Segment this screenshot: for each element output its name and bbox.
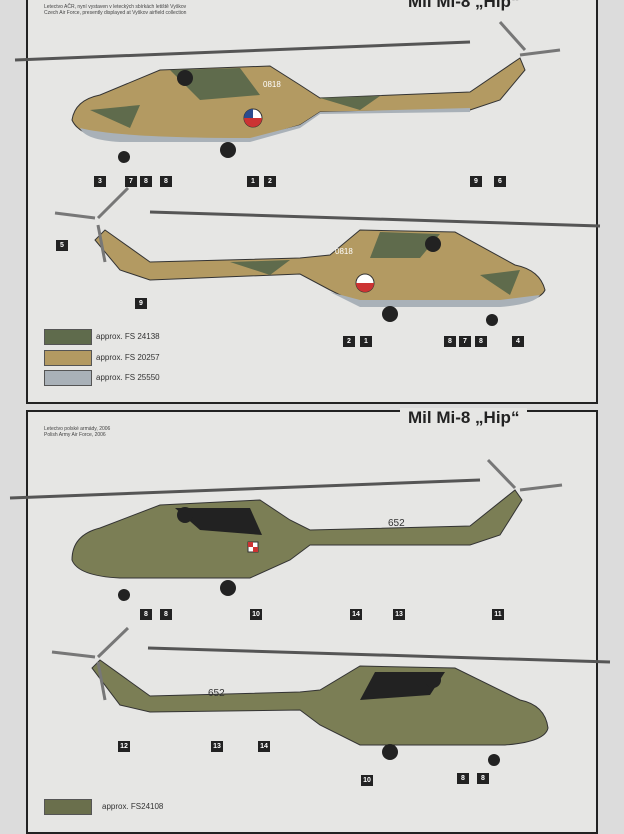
- callout: 9: [470, 176, 482, 187]
- subtitle-cz: Letectvo AČR, nyní vystaven v leteckých …: [44, 4, 187, 10]
- serial-number: 0818: [335, 247, 353, 256]
- callout: 8: [457, 773, 469, 784]
- helicopter-czech-left-side: [14, 21, 561, 163]
- callout: 9: [135, 298, 147, 309]
- color-swatch-fs20257: [44, 350, 92, 366]
- helicopter-czech-right-side: [54, 186, 601, 326]
- helicopter-polish-right-side: [51, 626, 611, 766]
- callout: 1: [247, 176, 259, 187]
- callout: 5: [56, 240, 68, 251]
- scheme1-title: Mil Mi-8 „Hip“: [400, 0, 528, 12]
- color-swatch-fs24138: [44, 329, 92, 345]
- callout: 14: [350, 609, 362, 620]
- callout: 8: [160, 609, 172, 620]
- polish-scheme-panel: [26, 410, 598, 834]
- callout: 7: [125, 176, 137, 187]
- subtitle-en: Czech Air Force, presently displayed at …: [44, 10, 187, 16]
- callout: 4: [512, 336, 524, 347]
- legend-label: approx. FS 25550: [96, 373, 160, 382]
- callout: 13: [393, 609, 405, 620]
- legend-label: approx. FS24108: [102, 802, 164, 811]
- czech-scheme-panel: [26, 0, 598, 404]
- callout: 2: [343, 336, 355, 347]
- subtitle-en: Polish Army Air Force, 2006: [44, 432, 106, 438]
- serial-number: 652: [208, 688, 225, 699]
- callout: 10: [250, 609, 262, 620]
- helicopter-polish-left-side: [9, 458, 563, 601]
- callout: 8: [444, 336, 456, 347]
- callout: 8: [140, 176, 152, 187]
- legend-label: approx. FS 24138: [96, 332, 160, 341]
- callout: 6: [494, 176, 506, 187]
- callout: 3: [94, 176, 106, 187]
- callout: 11: [492, 609, 504, 620]
- callout: 8: [160, 176, 172, 187]
- scheme2-title: Mil Mi-8 „Hip“: [400, 408, 528, 428]
- subtitle-pl: Letectvo polské armády, 2006: [44, 426, 111, 432]
- callout: 13: [211, 741, 223, 752]
- color-swatch-fs25550: [44, 370, 92, 386]
- callout: 8: [477, 773, 489, 784]
- callout: 1: [360, 336, 372, 347]
- callout: 14: [258, 741, 270, 752]
- callout: 8: [140, 609, 152, 620]
- color-swatch-fs24108: [44, 799, 92, 815]
- callout: 8: [475, 336, 487, 347]
- serial-number: 652: [388, 518, 405, 529]
- serial-number: 0818: [263, 80, 281, 89]
- callout: 2: [264, 176, 276, 187]
- callout: 12: [118, 741, 130, 752]
- callout: 10: [361, 775, 373, 786]
- scheme1-subtitle: Letectvo AČR, nyní vystaven v leteckých …: [44, 4, 186, 16]
- callout: 7: [459, 336, 471, 347]
- legend-label: approx. FS 20257: [96, 353, 160, 362]
